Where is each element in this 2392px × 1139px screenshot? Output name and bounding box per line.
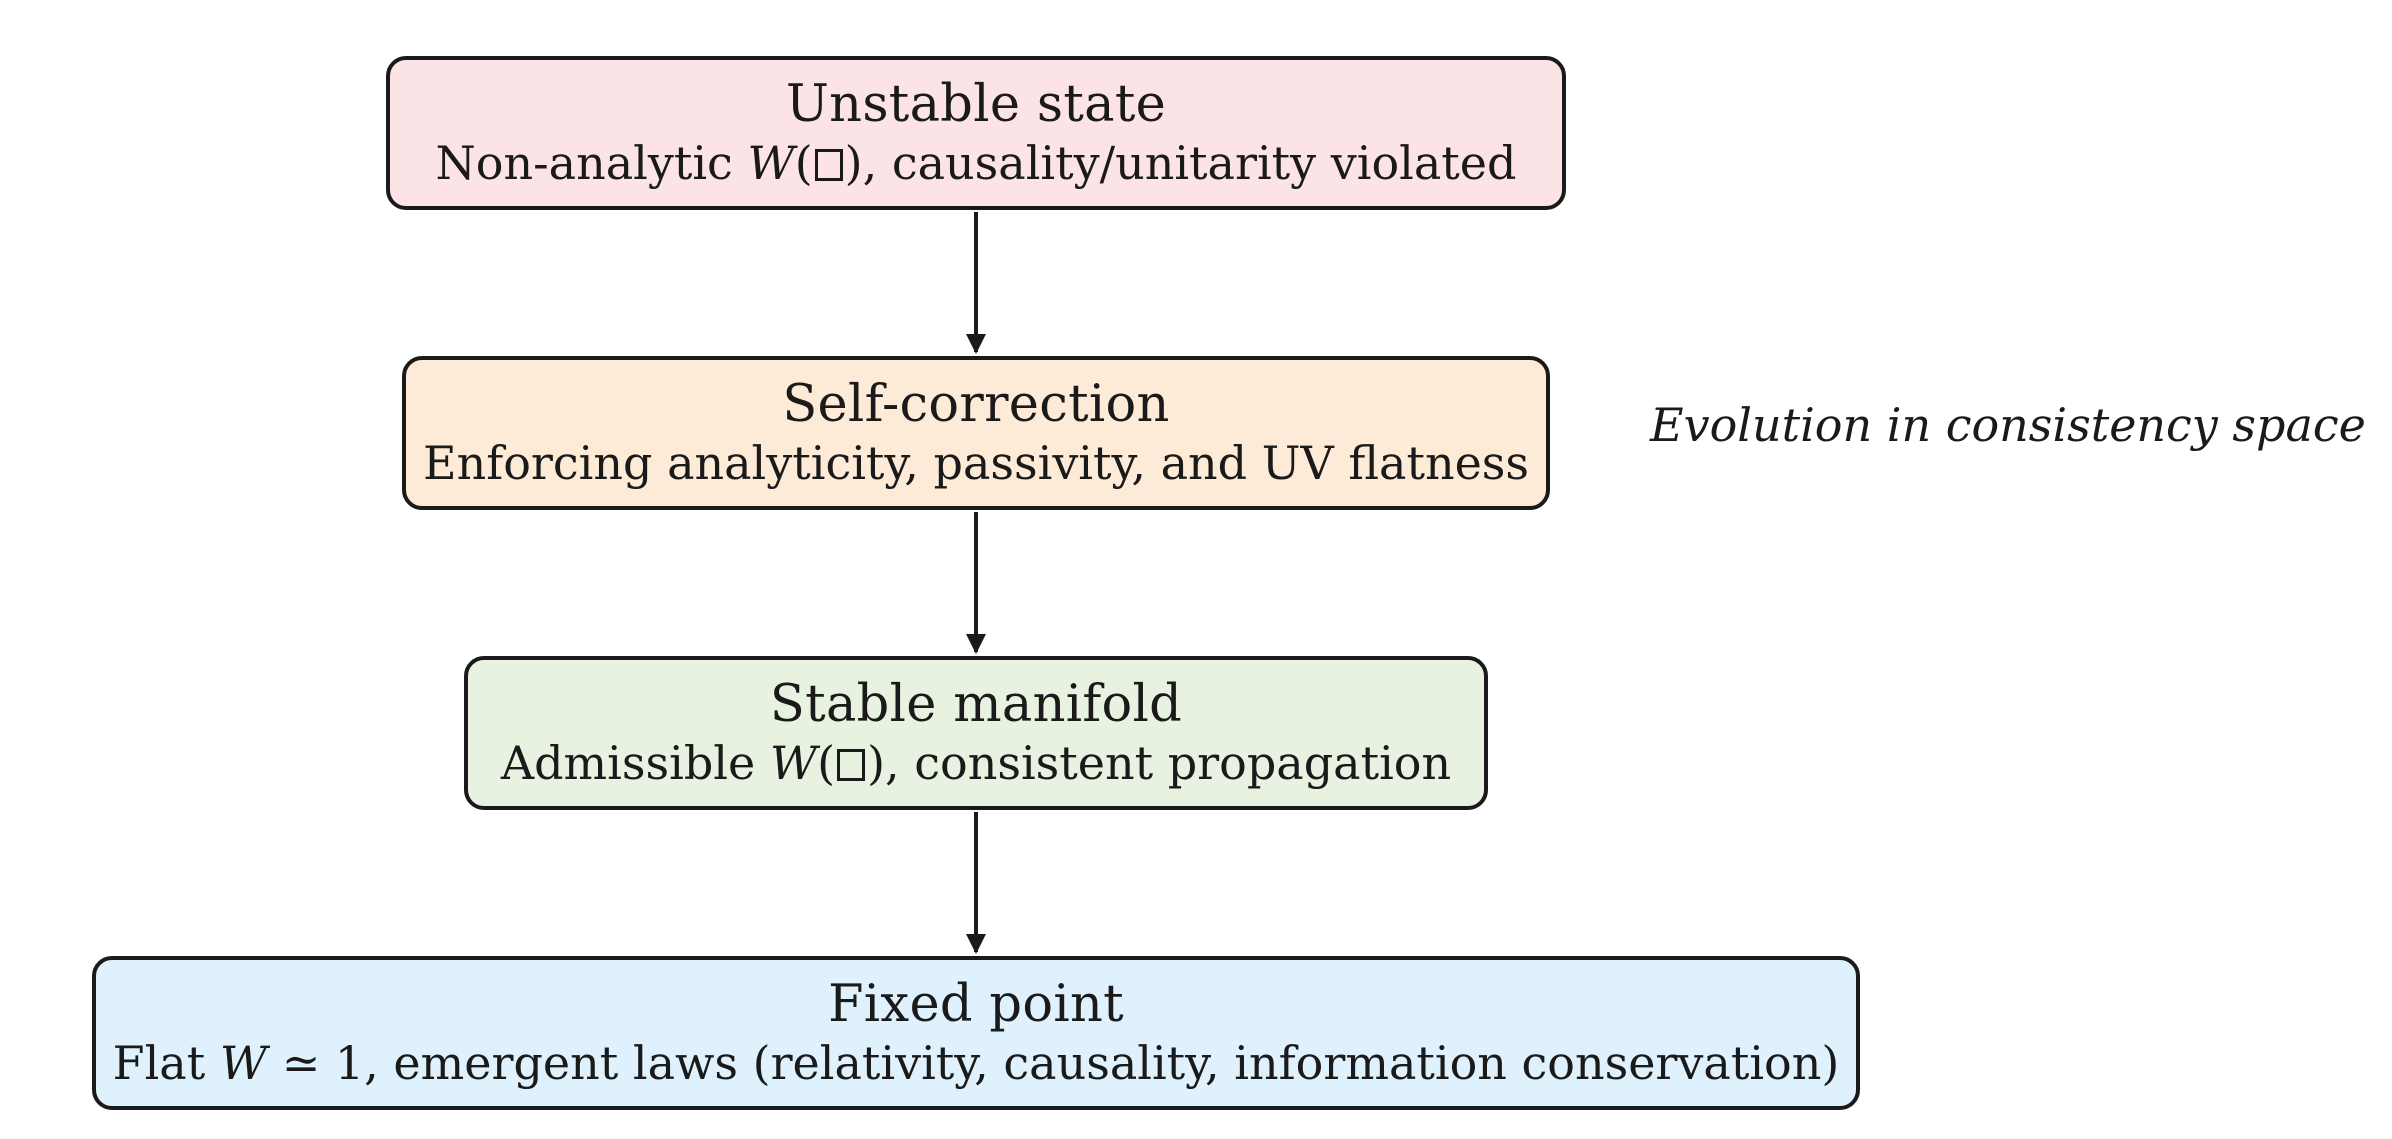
node-description: Non-analytic W(), causality/unitarity vi…	[435, 136, 1517, 190]
node-title: Fixed point	[828, 975, 1124, 1034]
box-operator-icon	[837, 749, 866, 781]
math-symbol: W	[747, 136, 795, 190]
box-operator-icon	[814, 149, 843, 181]
node-description: Enforcing analyticity, passivity, and UV…	[423, 435, 1529, 491]
node-title: Unstable state	[785, 75, 1167, 134]
node-description: Admissible W(), consistent propagation	[500, 736, 1452, 790]
self-correction-node: Self-correction Enforcing analyticity, p…	[402, 356, 1550, 510]
math-symbol: W	[769, 736, 818, 790]
desc-text: ≃ 1, emergent laws (relativity, causalit…	[267, 1036, 1840, 1090]
desc-text: Enforcing analyticity, passivity, and UV…	[422, 436, 1530, 490]
unstable-state-node: Unstable state Non-analytic W(), causali…	[386, 56, 1566, 210]
node-description: Flat W ≃ 1, emergent laws (relativity, c…	[113, 1035, 1840, 1091]
node-title: Self-correction	[782, 375, 1170, 434]
fixed-point-node: Fixed point Flat W ≃ 1, emergent laws (r…	[92, 956, 1860, 1110]
desc-text: Flat	[112, 1036, 220, 1090]
side-annotation: Evolution in consistency space	[1650, 398, 2366, 452]
stable-manifold-node: Stable manifold Admissible W(), consiste…	[464, 656, 1488, 810]
desc-text: Non-analytic	[435, 136, 748, 190]
desc-text: , consistent propagation	[885, 736, 1452, 790]
desc-text: Admissible	[500, 736, 770, 790]
node-title: Stable manifold	[769, 675, 1183, 734]
desc-text: , causality/unitarity violated	[862, 136, 1517, 190]
math-symbol: W	[219, 1036, 268, 1090]
